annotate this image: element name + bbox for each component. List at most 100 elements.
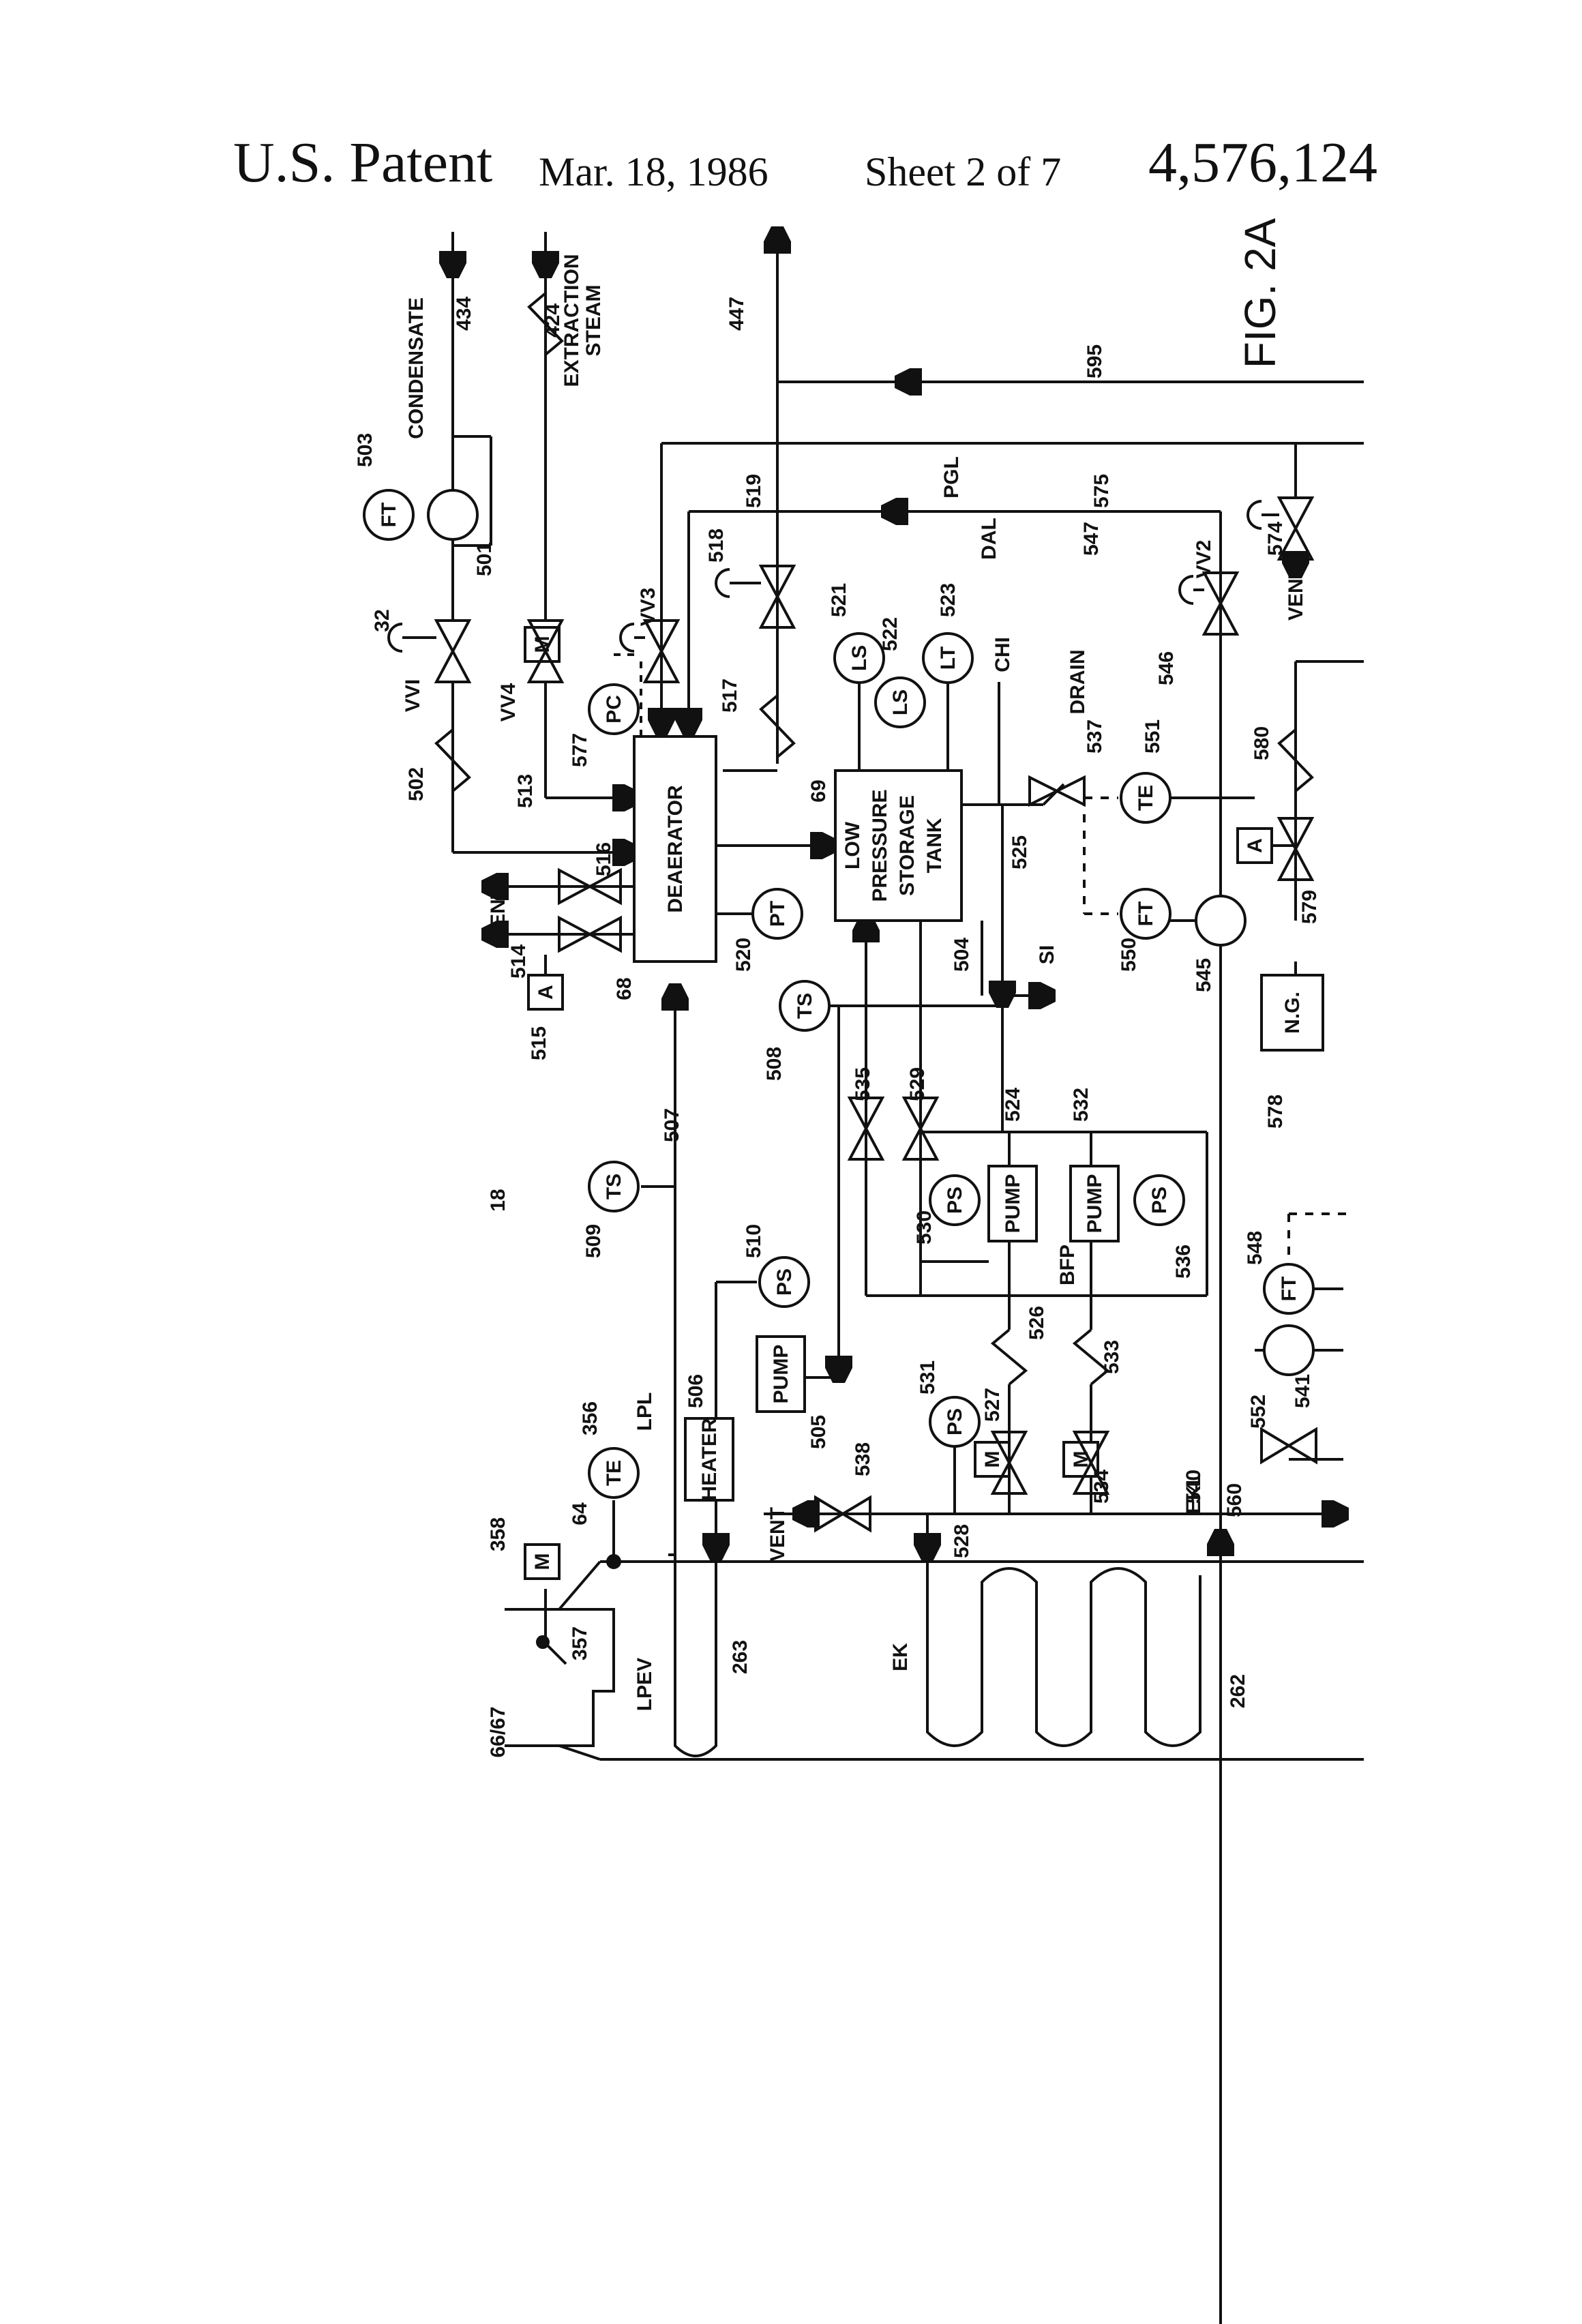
svg-text:540: 540 <box>1182 1470 1205 1504</box>
svg-text:552: 552 <box>1247 1395 1270 1429</box>
svg-text:TS: TS <box>603 1174 625 1200</box>
svg-text:VENT: VENT <box>1285 566 1307 621</box>
motor-358-label: M <box>531 1553 554 1570</box>
svg-text:PGL: PGL <box>940 456 963 498</box>
svg-text:523: 523 <box>937 583 959 617</box>
svg-text:66/67: 66/67 <box>487 1706 509 1757</box>
tank-label-3: STORAGE <box>896 795 919 896</box>
deaerator-label: DEAERATOR <box>664 785 687 913</box>
actuator-515-label: A <box>535 985 557 1000</box>
svg-text:TS: TS <box>794 993 816 1019</box>
svg-text:531: 531 <box>916 1360 939 1395</box>
svg-text:534: 534 <box>1090 1470 1113 1504</box>
svg-text:526: 526 <box>1026 1306 1048 1340</box>
svg-text:577: 577 <box>569 733 591 767</box>
svg-text:DRAIN: DRAIN <box>1066 650 1089 715</box>
svg-text:LS: LS <box>889 689 912 715</box>
svg-text:527: 527 <box>981 1388 1004 1422</box>
svg-text:528: 528 <box>951 1524 973 1558</box>
svg-text:LS: LS <box>848 645 871 671</box>
svg-text:FT: FT <box>378 503 400 528</box>
svg-text:548: 548 <box>1244 1231 1266 1265</box>
svg-text:533: 533 <box>1101 1340 1123 1374</box>
valve-552 <box>1262 1429 1316 1462</box>
svg-text:PS: PS <box>1148 1187 1171 1214</box>
svg-text:550: 550 <box>1118 938 1140 972</box>
svg-text:356: 356 <box>579 1401 601 1435</box>
svg-text:DAL: DAL <box>978 518 1000 560</box>
equipment: DEAERATOR LOW PRESSURE STORAGE TANK HEAT… <box>525 627 1323 1579</box>
svg-text:68: 68 <box>613 977 636 1000</box>
svg-text:LPL: LPL <box>633 1392 656 1431</box>
svg-text:358: 358 <box>487 1517 509 1551</box>
svg-text:FT: FT <box>1278 1277 1300 1302</box>
svg-text:521: 521 <box>828 583 850 617</box>
ng-label: N.G. <box>1281 992 1304 1034</box>
svg-text:CONDENSATE: CONDENSATE <box>405 297 428 439</box>
svg-text:522: 522 <box>879 617 901 651</box>
svg-text:516: 516 <box>593 842 615 876</box>
svg-text:507: 507 <box>661 1108 683 1142</box>
svg-text:PS: PS <box>773 1268 796 1296</box>
svg-text:CHI: CHI <box>991 637 1014 672</box>
svg-text:530: 530 <box>913 1210 936 1245</box>
svg-text:TE: TE <box>603 1460 625 1486</box>
valve-vv1 <box>436 621 469 682</box>
svg-text:575: 575 <box>1090 474 1113 508</box>
svg-text:502: 502 <box>405 767 428 801</box>
valve-operators <box>389 501 1279 651</box>
pump-505-label: PUMP <box>770 1345 792 1404</box>
svg-text:508: 508 <box>763 1047 786 1081</box>
piping <box>453 232 1364 2324</box>
svg-text:578: 578 <box>1264 1094 1287 1129</box>
svg-text:525: 525 <box>1009 835 1031 869</box>
svg-text:VVI: VVI <box>402 679 424 712</box>
hrsg-outline <box>505 1500 1364 1759</box>
svg-text:PT: PT <box>766 901 789 927</box>
svg-text:69: 69 <box>807 779 830 802</box>
svg-text:547: 547 <box>1080 522 1103 556</box>
svg-text:538: 538 <box>852 1442 874 1476</box>
svg-text:506: 506 <box>685 1374 707 1408</box>
svg-text:524: 524 <box>1002 1088 1024 1122</box>
pump-532-label: PUMP <box>1084 1174 1106 1234</box>
svg-text:32: 32 <box>371 609 393 631</box>
svg-text:SI: SI <box>1036 945 1058 964</box>
svg-text:537: 537 <box>1084 719 1106 754</box>
svg-text:509: 509 <box>582 1224 605 1258</box>
svg-text:64: 64 <box>569 1502 591 1525</box>
svg-text:434: 434 <box>453 297 475 331</box>
svg-text:BFP: BFP <box>1056 1245 1079 1285</box>
svg-text:541: 541 <box>1292 1374 1314 1408</box>
svg-text:560: 560 <box>1223 1483 1246 1517</box>
svg-text:546: 546 <box>1155 651 1178 685</box>
svg-text:580: 580 <box>1251 726 1273 760</box>
svg-text:518: 518 <box>705 528 728 563</box>
svg-text:PS: PS <box>944 1408 966 1435</box>
valve-537 <box>1030 777 1084 805</box>
svg-text:447: 447 <box>726 297 748 331</box>
svg-text:532: 532 <box>1070 1088 1092 1122</box>
svg-text:510: 510 <box>743 1224 765 1258</box>
tank-label-4: TANK <box>923 818 946 873</box>
svg-text:504: 504 <box>951 938 973 972</box>
actuator-579-label: A <box>1244 838 1266 853</box>
svg-text:517: 517 <box>719 679 741 713</box>
svg-text:263: 263 <box>729 1640 751 1674</box>
svg-text:503: 503 <box>354 433 376 467</box>
svg-text:529: 529 <box>906 1067 929 1101</box>
svg-text:545: 545 <box>1193 958 1215 992</box>
heater-label: HEATER <box>698 1418 721 1500</box>
svg-text:VENT: VENT <box>766 1507 789 1562</box>
svg-text:574: 574 <box>1264 522 1287 556</box>
svg-text:PS: PS <box>944 1187 966 1214</box>
svg-text:513: 513 <box>514 774 537 808</box>
svg-text:579: 579 <box>1298 890 1321 924</box>
tank-label-1: LOW <box>841 821 864 869</box>
svg-text:VV2: VV2 <box>1193 540 1215 579</box>
svg-text:LPEV: LPEV <box>633 1658 656 1711</box>
svg-text:595: 595 <box>1084 344 1106 378</box>
svg-text:VENT: VENT <box>487 887 509 941</box>
svg-text:501: 501 <box>473 542 496 576</box>
svg-text:519: 519 <box>743 474 765 508</box>
